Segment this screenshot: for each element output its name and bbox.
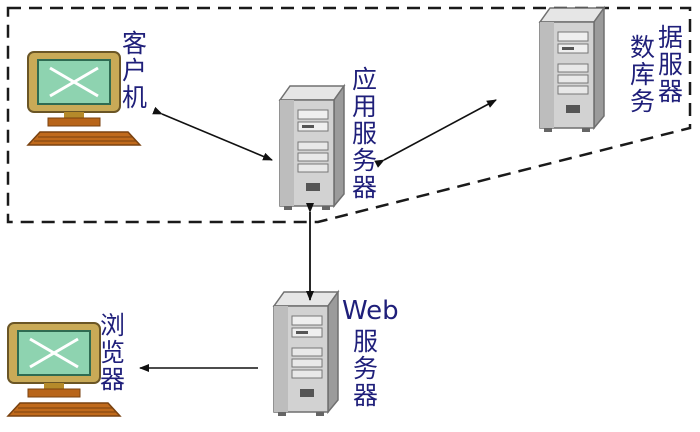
client-label: 客户机 — [122, 29, 148, 112]
client-app-connector — [152, 106, 273, 161]
db-server-icon — [539, 7, 605, 133]
db-server-label-col2: 据服器 — [658, 24, 685, 105]
db-server-label-col1: 数库务 — [630, 34, 657, 115]
db-label-part2: 据服器 — [658, 23, 684, 106]
browser-label: 浏览器 — [100, 311, 126, 394]
web-server-label-bottom: 服务器 — [353, 327, 379, 410]
web-server-icon — [273, 291, 339, 417]
db-label-part1: 数库务 — [630, 33, 656, 116]
app-server-icon — [279, 85, 345, 211]
web-server-label-top: Web — [342, 296, 399, 326]
app-db-connector — [374, 99, 497, 168]
app-server-label: 应用服务器 — [352, 65, 378, 202]
